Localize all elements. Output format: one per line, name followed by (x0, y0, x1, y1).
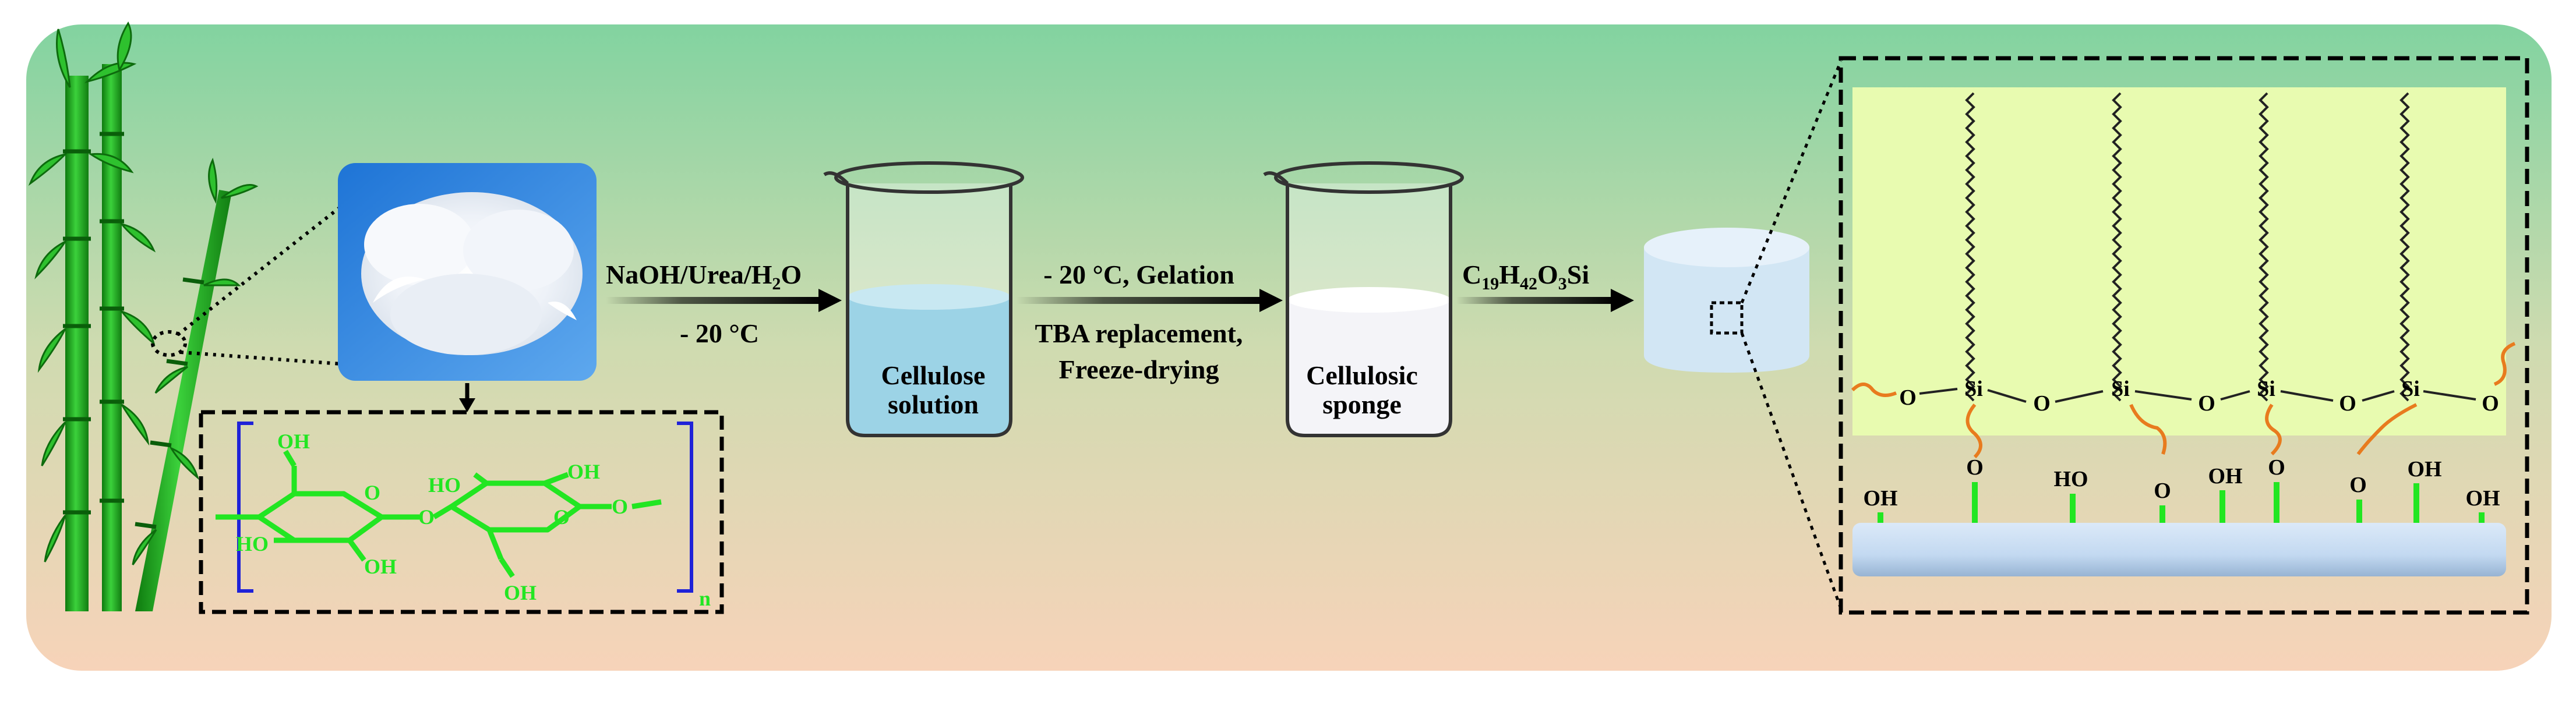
step1-arrowhead (818, 289, 842, 312)
step3-arrow-shaft (1456, 297, 1615, 304)
zoom-oh-3: OH (2407, 457, 2441, 482)
step2-arrow-shaft (1017, 297, 1264, 304)
cotton-cellulose-photo (338, 163, 597, 381)
struct-oh-4: OH (504, 581, 537, 604)
zoom-o-anchor-1: O (1966, 455, 1984, 480)
zoom-o-4: O (2339, 391, 2356, 416)
bamboo-zoom-ellipse (151, 330, 187, 357)
struct-o-bridge: O (418, 505, 435, 529)
zoom-line-upper (177, 205, 342, 337)
beaker2-label-line1: Cellulosic (1306, 360, 1418, 390)
zoom-o-3: O (2198, 391, 2215, 416)
photo-down-arrowhead (459, 398, 475, 412)
struct-ho-2: HO (428, 473, 461, 497)
beaker1-label-line1: Cellulose (881, 360, 986, 390)
cellulose-substrate (1852, 523, 2506, 576)
cellulose-structure: OH O HO OH O HO OH O OH O n (216, 422, 711, 610)
beaker2-label-line2: sponge (1322, 390, 1401, 419)
sponge-cylinder (1644, 228, 1809, 373)
sponge-zoom-square (1710, 301, 1744, 335)
struct-o-ring1: O (364, 481, 380, 504)
zoom-o-anchor-2: O (2154, 479, 2171, 503)
struct-oh-3: OH (567, 460, 600, 483)
zoom-si-4: Si (2401, 377, 2420, 401)
struct-oh-1: OH (277, 430, 310, 453)
zoom-si-3: Si (2257, 377, 2275, 401)
struct-o-end: O (612, 495, 628, 518)
surface-zoom-box (1839, 56, 2529, 615)
zoom-o-5: O (2482, 391, 2499, 416)
zoom-o-anchor-3: O (2268, 455, 2285, 480)
zoom-o-anchor-4: O (2349, 473, 2367, 497)
step2-line2: TBA replacement, (1035, 318, 1243, 348)
beaker-cellulosic-sponge (1263, 161, 1464, 437)
struct-o-ring2: O (553, 505, 570, 529)
zoom-ho-1: HO (2053, 467, 2088, 491)
step1-reagent-label: NaOH/Urea/H2O (606, 260, 802, 293)
zoom-o-2: O (2033, 391, 2051, 416)
bamboo-plant (28, 21, 259, 611)
struct-oh-2: OH (364, 555, 397, 578)
cellulose-structure-box (199, 410, 724, 614)
zoom-line-top (1740, 61, 1843, 303)
step2-line3: Freeze-drying (1058, 355, 1219, 384)
zoom-o-1: O (1899, 385, 1917, 410)
zoom-oh-4: OH (2465, 486, 2500, 511)
zoom-si-1: Si (1964, 377, 1983, 401)
step2-arrowhead (1259, 289, 1283, 312)
beaker1-label-line2: solution (888, 390, 979, 419)
struct-repeat-n: n (699, 587, 711, 610)
step2-line1: - 20 °C, Gelation (1043, 260, 1234, 289)
step3-reagent-label: C19H42O3Si (1462, 260, 1589, 293)
step1-arrow-shaft (606, 297, 823, 304)
zoom-oh-2: OH (2208, 464, 2242, 488)
hydrophobic-surface-zoom: O Si O Si O Si O Si O O O O O OH HO OH O… (1851, 87, 2516, 576)
zoom-line-lower (180, 350, 341, 366)
step1-temp-label: - 20 °C (680, 318, 759, 348)
zoom-si-2: Si (2111, 377, 2130, 401)
zoom-oh-1: OH (1863, 486, 1897, 511)
struct-ho-1: HO (236, 532, 269, 555)
step3-arrowhead (1611, 289, 1634, 312)
zoom-line-bottom (1740, 332, 1843, 609)
coating-layer (1852, 87, 2506, 436)
beaker-cellulose-solution (823, 161, 1024, 437)
